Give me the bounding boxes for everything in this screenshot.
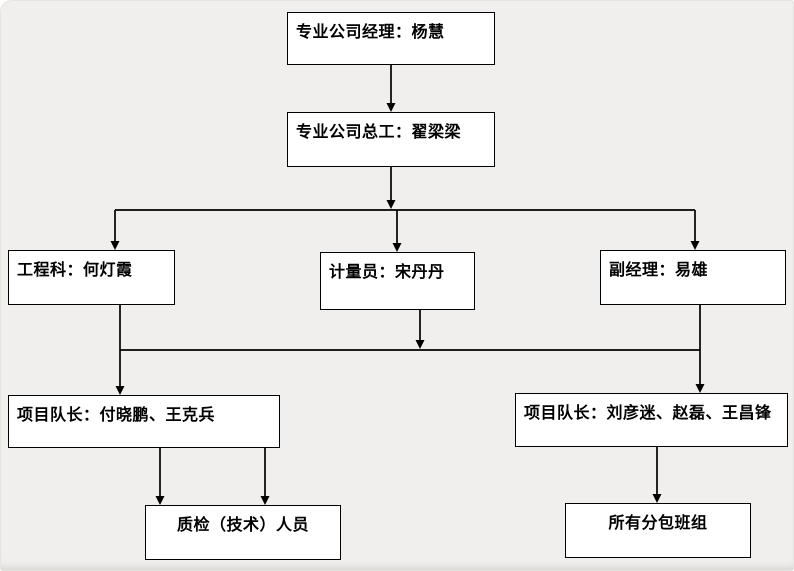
- arrowhead-team-left: [115, 386, 125, 395]
- node-team-leader-right-label: 项目队长：刘彦迷、赵磊、王昌锋: [524, 403, 772, 422]
- arrowhead-measurement: [392, 243, 402, 252]
- node-measurement-officer: 计量员：宋丹丹: [320, 252, 475, 310]
- arrowhead-subcontract: [652, 494, 662, 503]
- arrowhead-bus-tier3: [415, 340, 425, 349]
- node-chief-engineer: 专业公司总工：翟梁梁: [287, 112, 495, 167]
- node-measurement-officer-label: 计量员：宋丹丹: [329, 262, 445, 281]
- arrowhead-quality-1: [155, 496, 165, 505]
- node-subcontract-teams: 所有分包班组: [565, 503, 751, 558]
- arrowhead-chief: [386, 103, 396, 112]
- node-team-leader-left-label: 项目队长：付晓鹏、王克兵: [17, 405, 216, 424]
- arrowhead-team-right: [695, 384, 705, 393]
- node-chief-engineer-label: 专业公司总工：翟梁梁: [296, 122, 462, 141]
- node-deputy-manager-label: 副经理：易雄: [609, 260, 709, 279]
- arrowhead-deputy: [690, 241, 700, 250]
- node-quality-personnel: 质检（技术）人员: [145, 505, 341, 560]
- arrowhead-quality-2: [260, 496, 270, 505]
- arrowhead-engineering: [110, 241, 120, 250]
- node-engineering-section: 工程科：何灯霞: [8, 250, 175, 305]
- node-team-leader-right: 项目队长：刘彦迷、赵磊、王昌锋: [515, 393, 788, 447]
- node-engineering-section-label: 工程科：何灯霞: [17, 260, 133, 279]
- node-subcontract-teams-label: 所有分包班组: [608, 513, 708, 532]
- node-company-manager-label: 专业公司经理：杨慧: [296, 22, 445, 41]
- arrowhead-bus-tier2: [386, 200, 396, 209]
- node-quality-personnel-label: 质检（技术）人员: [176, 515, 309, 534]
- node-company-manager: 专业公司经理：杨慧: [287, 12, 495, 65]
- node-team-leader-left: 项目队长：付晓鹏、王克兵: [8, 395, 280, 448]
- node-deputy-manager: 副经理：易雄: [600, 250, 786, 305]
